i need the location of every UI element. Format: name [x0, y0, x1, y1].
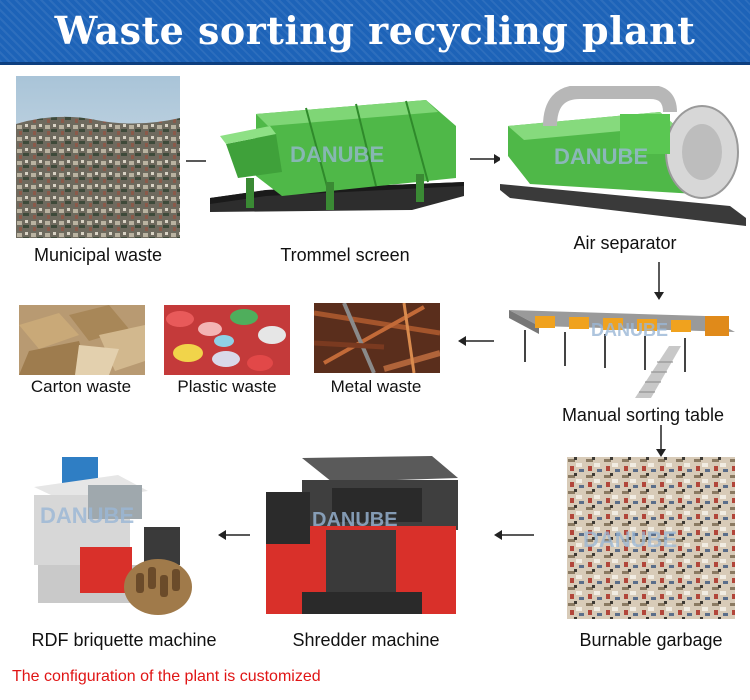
- burnable-garbage-label: Burnable garbage: [579, 630, 723, 650]
- manual-sorting-table-photo: DANUBE: [505, 302, 737, 398]
- watermark-text: DANUBE: [290, 142, 384, 167]
- carton-waste-photo: [19, 305, 145, 375]
- air-separator-photo: DANUBE: [500, 86, 746, 232]
- shredder-machine-label: Shredder machine: [292, 630, 440, 650]
- shredder-machine-photo: DANUBE: [262, 452, 468, 618]
- arrow-left-1: [458, 336, 494, 346]
- trommel-screen-photo: DANUBE: [206, 86, 468, 232]
- banner-underline: [0, 62, 750, 65]
- carton-waste-label: Carton waste: [30, 377, 132, 396]
- watermark-text: DANUBE: [583, 527, 677, 552]
- air-separator-label: Air separator: [573, 233, 677, 253]
- arrow-left-3: [494, 530, 534, 540]
- municipal-waste-photo: [16, 76, 180, 238]
- arrow-down-2: [656, 425, 666, 457]
- watermark-text: DANUBE: [312, 509, 398, 531]
- arrow-down-1: [654, 262, 664, 300]
- rdf-briquette-machine-label: RDF briquette machine: [31, 630, 217, 650]
- customization-note: The configuration of the plant is custom…: [12, 668, 321, 685]
- municipal-waste-label: Municipal waste: [33, 245, 163, 265]
- trommel-screen-label: Trommel screen: [280, 245, 410, 265]
- arrow-right-2: [470, 154, 502, 164]
- title-banner: [0, 0, 750, 62]
- page-title: Waste sorting recycling plant: [54, 8, 696, 53]
- metal-waste-label: Metal waste: [330, 377, 422, 396]
- plastic-waste-label: Plastic waste: [177, 377, 277, 396]
- arrow-left-2: [218, 530, 250, 540]
- watermark-text: DANUBE: [40, 503, 134, 528]
- plastic-waste-photo: [164, 305, 290, 375]
- watermark-text: DANUBE: [554, 144, 648, 169]
- metal-waste-photo: [314, 303, 440, 373]
- manual-sorting-table-label: Manual sorting table: [561, 405, 725, 425]
- burnable-garbage-photo: DANUBE: [567, 457, 735, 619]
- rdf-briquette-machine-photo: DANUBE: [28, 455, 218, 617]
- watermark-text: DANUBE: [591, 320, 668, 340]
